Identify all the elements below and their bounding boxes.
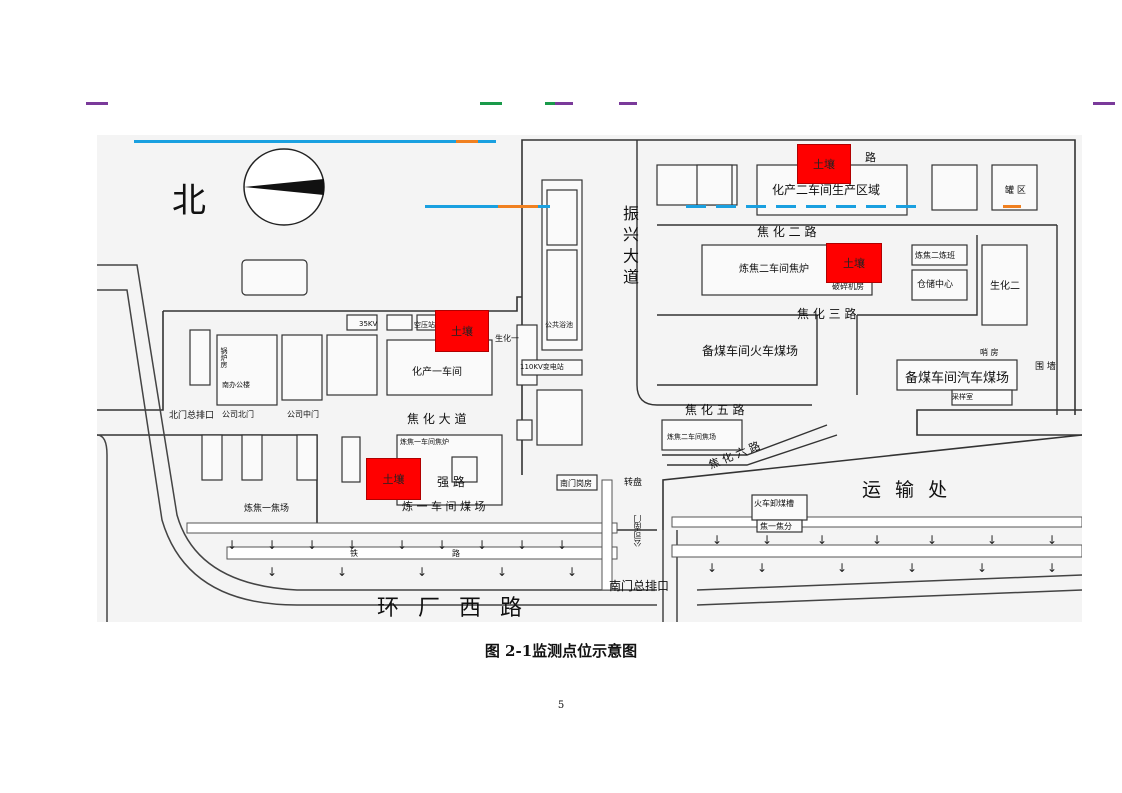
area-sample-room: 采样室 (952, 393, 973, 401)
header-mark (555, 102, 573, 105)
area-35kv: 35KV (359, 320, 378, 328)
svg-text:↓: ↓ (837, 561, 847, 575)
road-zhenxing: 振 兴 大 道 (620, 205, 639, 285)
area-substation: 110KV变电站 (520, 363, 564, 371)
area-gate-middle: 公司中门 (287, 410, 319, 419)
area-lianjiao1-coal: 炼 一 车 间 煤 场 (402, 500, 486, 513)
svg-text:↓: ↓ (762, 533, 772, 547)
annotation-line (456, 140, 478, 143)
soil-marker: 土壤 (435, 310, 489, 352)
area-transport: 运 输 处 (862, 479, 952, 501)
svg-text:↓: ↓ (872, 533, 882, 547)
header-mark (619, 102, 637, 105)
figure-caption: 图 2-1监测点位示意图 (484, 642, 638, 660)
area-lianjiao-yard: 炼焦一焦场 (244, 504, 290, 514)
svg-text:↓: ↓ (757, 561, 767, 575)
railway-label-1: 铁 (350, 549, 358, 558)
area-air-compressor: 空压站 (414, 321, 435, 329)
area-crusher: 破碎机房 (832, 282, 864, 291)
area-shenghua-2: 生化二 (990, 281, 1020, 292)
svg-text:↓: ↓ (707, 561, 717, 575)
svg-text:↓: ↓ (397, 538, 407, 552)
svg-text:↓: ↓ (977, 561, 987, 575)
svg-text:↓: ↓ (557, 538, 567, 552)
header-mark (545, 102, 555, 105)
svg-text:↓: ↓ (337, 565, 347, 579)
area-huachan-1: 化产一车间 (412, 367, 462, 378)
area-office-building: 南办公楼 (222, 381, 250, 389)
area-transfer: 转盘 (624, 478, 643, 488)
area-lianjiao2-yard: 炼焦二车间焦场 (667, 433, 716, 441)
header-mark (1093, 102, 1115, 105)
svg-text:↓: ↓ (437, 538, 447, 552)
north-label: 北 (172, 181, 206, 221)
svg-text:↓: ↓ (307, 538, 317, 552)
soil-marker: 土壤 (826, 243, 882, 283)
soil-marker: 土壤 (366, 458, 421, 500)
area-train-unload: 火车卸煤槽 (754, 499, 794, 508)
svg-text:↓: ↓ (267, 565, 277, 579)
area-storage: 仓储中心 (917, 280, 954, 290)
area-south-guard: 南门岗房 (560, 479, 592, 488)
area-guard-room: 哨 房 (980, 348, 999, 357)
area-shenghua-1: 生化一 (495, 334, 519, 343)
area-lianjiao2-team: 炼焦二炼班 (915, 251, 955, 260)
area-fence: 围 墙 (1035, 362, 1056, 372)
svg-text:↓: ↓ (567, 565, 577, 579)
svg-text:↓: ↓ (1047, 561, 1057, 575)
svg-text:↓: ↓ (477, 538, 487, 552)
svg-text:↓: ↓ (517, 538, 527, 552)
area-huachan-2: 化产二车间生产区域 (772, 183, 881, 197)
area-lianjiao2-oven: 炼焦二车间焦炉 (739, 264, 809, 275)
soil-marker: 土壤 (797, 144, 851, 184)
svg-text:↓: ↓ (267, 538, 277, 552)
svg-text:↓: ↓ (907, 561, 917, 575)
road-top: 路 (865, 151, 876, 164)
svg-text:↓: ↓ (227, 538, 237, 552)
area-beimei-truck: 备煤车间汽车煤场 (905, 371, 1010, 386)
area-gate-south: 公司南门 (633, 515, 642, 547)
road-jiaohua-5: 焦 化 五 路 (685, 403, 745, 417)
road-jiaohua-3: 焦 化 三 路 (797, 307, 857, 321)
svg-text:↓: ↓ (497, 565, 507, 579)
railway-label-2: 路 (452, 549, 460, 558)
road-jiaohua-avenue: 焦 化 大 道 (407, 412, 467, 426)
area-lianjiao1-oven: 炼焦一车间焦炉 (400, 438, 449, 446)
header-mark (86, 102, 108, 105)
annotation-line (1003, 205, 1021, 208)
annotation-line (425, 205, 550, 208)
svg-text:↓: ↓ (987, 533, 997, 547)
area-boiler: 锅炉房 (220, 347, 228, 368)
svg-text:↓: ↓ (817, 533, 827, 547)
area-coke-branch: 焦一焦分 (760, 522, 792, 531)
area-south-drain: 南门总排口 (609, 579, 670, 593)
svg-text:↓: ↓ (927, 533, 937, 547)
road-qiang: 强 路 (437, 475, 465, 489)
svg-text:↓: ↓ (417, 565, 427, 579)
page-number: 5 (557, 700, 565, 711)
area-gate-north: 公司北门 (222, 410, 254, 419)
road-jiaohua-2: 焦 化 二 路 (757, 225, 817, 239)
svg-text:↓: ↓ (712, 533, 722, 547)
area-tank-zone: 罐 区 (1005, 186, 1026, 196)
road-huanchang-west: 环 厂 西 路 (377, 596, 528, 621)
area-public-bath: 公共浴池 (545, 321, 573, 329)
north-compass-icon (243, 148, 325, 226)
annotation-line (134, 140, 496, 143)
site-map: ↓↓↓ ↓↓↓ ↓↓↓ ↓↓↓ ↓↓ ↓↓↓ ↓↓↓↓ ↓↓↓ ↓↓↓ 北 环 … (97, 135, 1082, 622)
svg-text:↓: ↓ (347, 538, 357, 552)
area-beimei-train: 备煤车间火车煤场 (702, 344, 799, 358)
svg-text:↓: ↓ (1047, 533, 1057, 547)
area-north-drain: 北门总排口 (169, 411, 215, 421)
header-mark (480, 102, 502, 105)
annotation-line (498, 205, 538, 208)
annotation-line (686, 205, 926, 208)
